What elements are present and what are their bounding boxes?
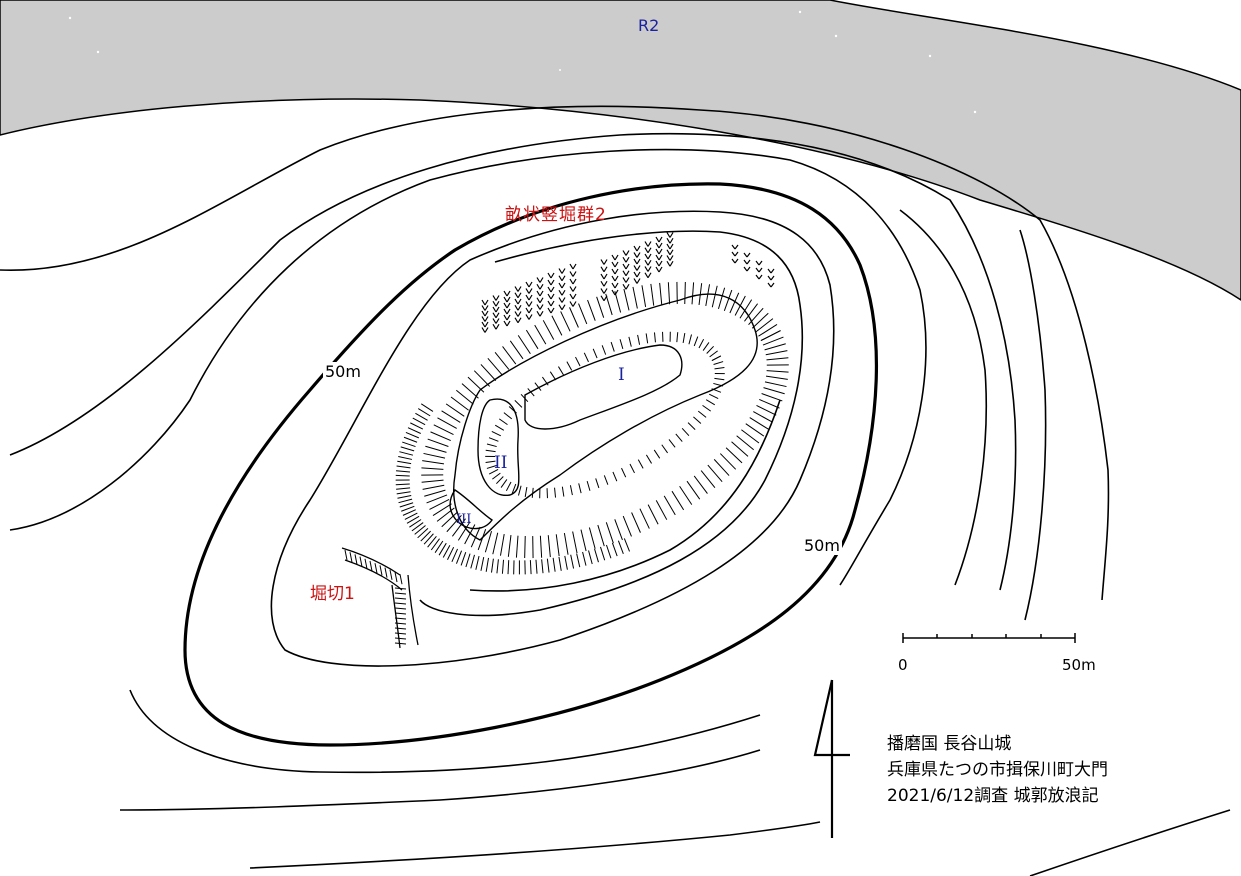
contour-inner-1 [270, 210, 835, 667]
title-line-location: 兵庫県たつの市揖保川町大門 [887, 760, 1108, 780]
contour-inner-3 [469, 399, 781, 592]
slope-hachures [395, 281, 789, 575]
contour-low-1 [129, 689, 761, 774]
contour-inner-2 [419, 230, 804, 617]
trench-group-marks [481, 232, 775, 333]
scale-start-label: 0 [898, 656, 908, 674]
bailey-outer-outline [453, 293, 758, 541]
contour-50m-label-lower: 50m [802, 536, 842, 555]
contour-low-2 [119, 749, 761, 811]
scale-bar [902, 633, 1076, 643]
scale-end-label: 50m [1062, 656, 1096, 674]
contour-outer-3 [9, 148, 927, 586]
title-block: 播磨国 長谷山城 兵庫県たつの市揖保川町大門 2021/6/12調査 城郭放浪記 [887, 731, 1108, 809]
contour-outer-2 [9, 132, 1017, 591]
bailey-1-label: I [618, 365, 625, 385]
north-arrow-icon [813, 679, 850, 838]
contour-50m-label-upper: 50m [323, 362, 363, 381]
title-line-castle: 播磨国 長谷山城 [887, 734, 1012, 754]
contour-low-4 [1029, 809, 1231, 876]
bailey-3-outline [449, 489, 493, 530]
bailey-2-label: II [494, 453, 508, 473]
bailey-1-outline [524, 344, 683, 430]
contour-50m [183, 182, 879, 747]
contour-low-3 [249, 821, 821, 869]
cut-trench-label: 堀切1 [310, 584, 355, 604]
road-label: R2 [638, 16, 660, 35]
contour-outer-5 [1019, 229, 1047, 621]
bailey-3-label: III [456, 512, 472, 527]
bailey-2-outline [477, 398, 520, 496]
trench-group-label: 畝状竪堀群2 [505, 205, 607, 225]
road-r2 [0, 0, 1241, 301]
title-line-survey: 2021/6/12調査 城郭放浪記 [887, 786, 1099, 806]
contour-outer-4 [899, 209, 987, 586]
contour-outer-1 [0, 105, 1110, 601]
